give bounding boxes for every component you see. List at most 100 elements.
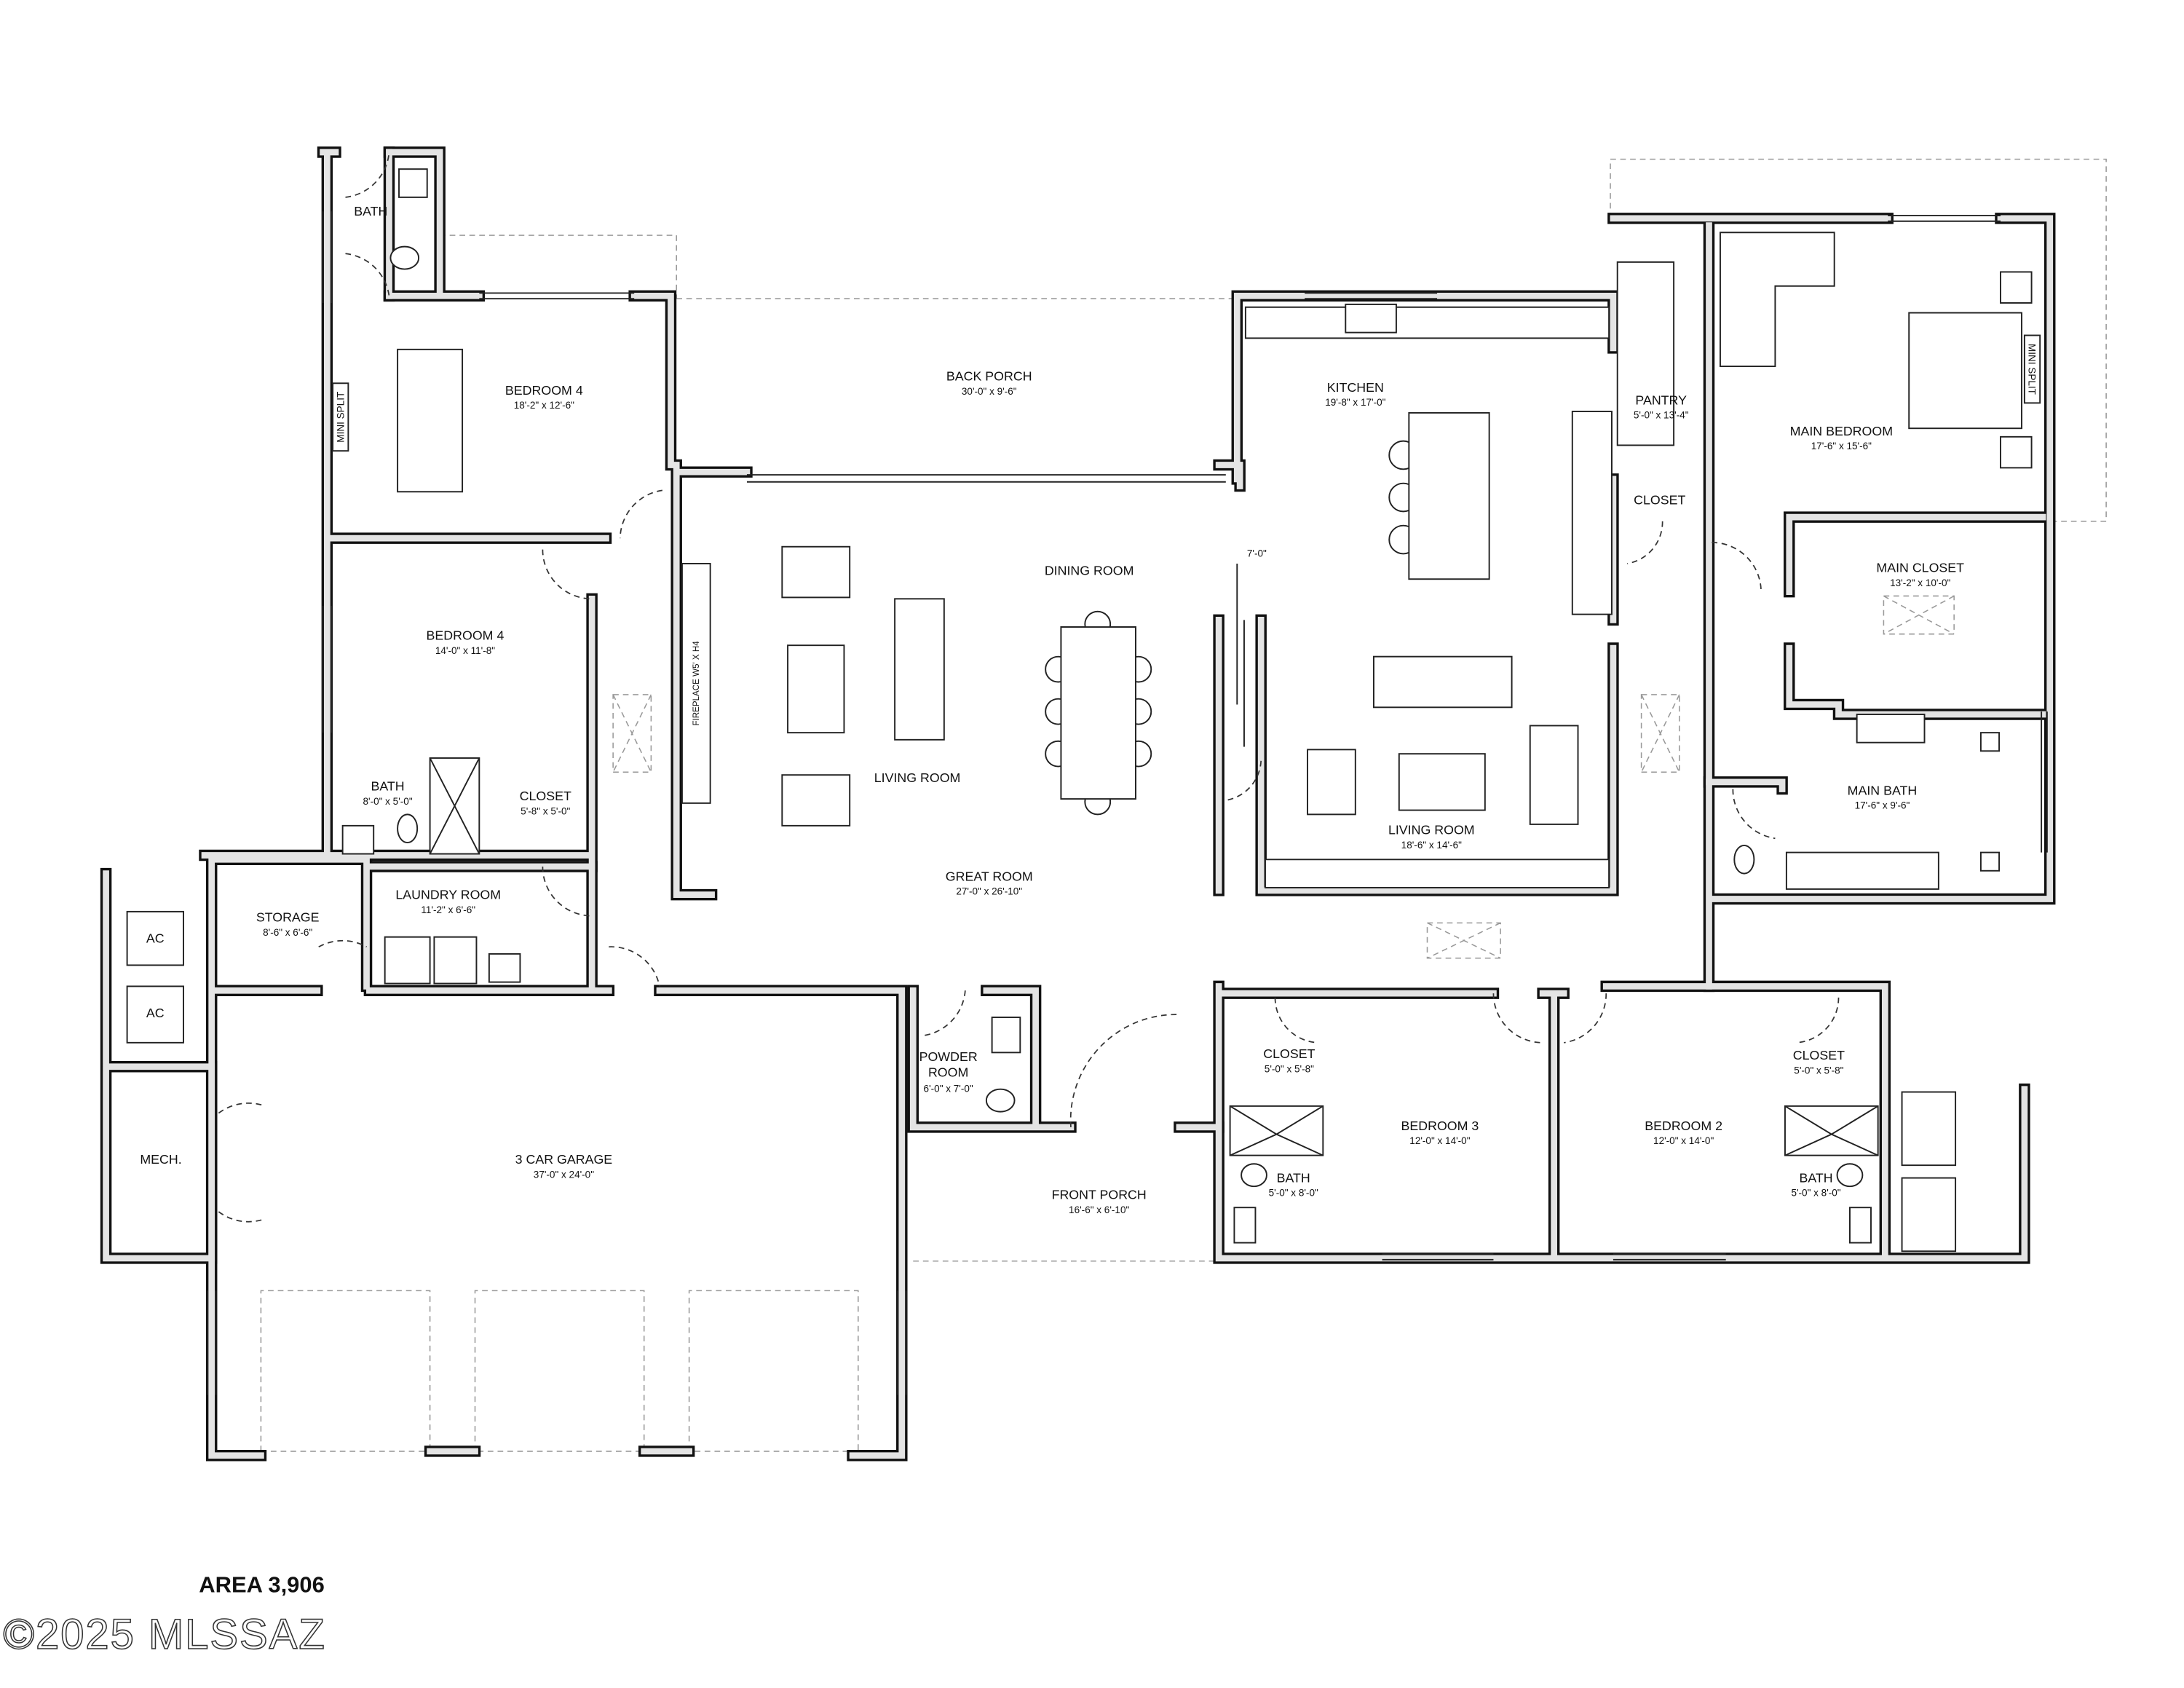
room-dimensions: 5'-0" x 8'-0" (1269, 1188, 1318, 1199)
room-name-front-porch: FRONT PORCH (1052, 1188, 1147, 1202)
sink (1849, 1207, 1872, 1244)
area-label: AREA 3,906 (199, 1571, 325, 1597)
armchair (781, 545, 851, 599)
room-name-great-room: GREAT ROOM (946, 869, 1033, 883)
kitchen-island (1408, 411, 1490, 580)
room-dimensions: 5'-8" x 5'-0" (521, 805, 570, 816)
room-name-closet: CLOSET (1634, 493, 1685, 508)
exterior-box (1901, 1091, 1957, 1167)
sink (398, 168, 428, 198)
windows (206, 211, 2048, 1395)
toilet-icon (1733, 844, 1755, 875)
nightstand (2000, 271, 2033, 304)
annotations: MINI SPLIT MINI SPLIT FIREPLACE W5' X H4… (336, 344, 2038, 747)
armchair (781, 774, 851, 827)
toilet-icon (985, 1088, 1016, 1113)
wall (208, 856, 906, 1459)
wall (1215, 215, 2054, 990)
room-dimensions: 19'-8" x 17'-0" (1325, 397, 1385, 408)
bath-vanity (1856, 714, 1926, 744)
room-name-mech: MECH. (140, 1152, 181, 1167)
toilet-icon (389, 245, 420, 270)
room-name-dining-room: DINING ROOM (1045, 563, 1134, 577)
room-name-bedroom-3: BEDROOM 3 (1401, 1119, 1479, 1133)
mini-split-label: MINI SPLIT (2027, 344, 2038, 395)
room-dimensions: 18'-2" x 12'-6" (514, 400, 574, 411)
washer (384, 936, 431, 985)
room-name-bedroom-4: BEDROOM 4 (505, 383, 583, 398)
toilet-icon (1241, 1163, 1267, 1188)
room-dimensions: 11'-2" x 6'-6" (421, 904, 475, 915)
room-dimensions: 5'-0" x 13'-4" (1634, 410, 1689, 421)
opening-width-label: 7'-0" (1247, 548, 1267, 559)
wall (909, 987, 1222, 1131)
sofa (1529, 725, 1579, 825)
room-dimensions: 30'-0" x 9'-6" (962, 386, 1017, 397)
fixture (1979, 732, 2001, 752)
room-dimensions: 12'-0" x 14'-0" (1653, 1135, 1714, 1146)
room-dimensions: 6'-0" x 7'-0" (924, 1084, 973, 1095)
room-name-3-car-garage: 3 CAR GARAGE (515, 1152, 613, 1167)
media-console (1265, 859, 1610, 888)
room-dimensions: 17'-6" x 15'-6" (1811, 441, 1872, 451)
room-name-bedroom-2: BEDROOM 2 (1645, 1119, 1722, 1133)
room-name-closet: CLOSET (1793, 1048, 1845, 1062)
room-name-back-porch: BACK PORCH (946, 368, 1032, 383)
doors (218, 151, 1840, 1223)
mini-split-unit (332, 382, 349, 452)
sectional (1719, 232, 1835, 368)
room-dimensions: 5'-0" x 8'-0" (1791, 1188, 1840, 1199)
room-dimensions: 37'-0" x 24'-0" (534, 1170, 594, 1180)
room-dimensions: 8'-6" x 6'-6" (263, 927, 312, 938)
room-name-ac: AC (146, 1006, 165, 1020)
room-name-kitchen: KITCHEN (1327, 380, 1384, 395)
pantry-shelves (1616, 261, 1675, 446)
room-dimensions: 5'-0" x 5'-8" (1794, 1065, 1843, 1076)
toilet-icon (397, 813, 419, 844)
sofa (1373, 655, 1513, 709)
room-dimensions: 27'-0" x 26'-10" (956, 886, 1022, 897)
room-name-main-bath: MAIN BATH (1848, 783, 1918, 797)
nightstand (2000, 435, 2033, 469)
shower (1784, 1105, 1879, 1156)
toilet-icon (1836, 1163, 1864, 1188)
kitchen-cabinets (1571, 411, 1613, 615)
ac-unit (126, 985, 184, 1044)
exterior-box (1901, 1177, 1957, 1253)
room-name-main-closet: MAIN CLOSET (1876, 561, 1964, 575)
fixture (1979, 851, 2001, 872)
kitchen-sink (1345, 303, 1397, 334)
room-name-main-bedroom: MAIN BEDROOM (1790, 424, 1893, 438)
room-dimensions: 14'-0" x 11'-8" (435, 645, 495, 656)
fireplace (681, 562, 711, 804)
bed (397, 348, 464, 493)
mini-split-label: MINI SPLIT (336, 392, 347, 443)
sofa (894, 598, 945, 741)
shower (1229, 1105, 1324, 1156)
room-labels: BATH BEDROOM 4 18'-2" x 12'-6" BACK PORCH 30… (140, 204, 1964, 1215)
mini-split-unit (2023, 334, 2041, 404)
coffee-table (787, 644, 845, 734)
kitchen-counter (1244, 306, 1610, 339)
sink (991, 1017, 1021, 1054)
fireplace-label: FIREPLACE W5' X H4 (692, 641, 701, 726)
room-name-laundry-room: LAUNDRY ROOM (395, 887, 501, 902)
armchair (1307, 749, 1356, 816)
room-name-closet: CLOSET (1263, 1046, 1315, 1061)
room-name-bath: BATH (1799, 1170, 1832, 1185)
wall (201, 149, 674, 870)
room-dimensions: 16'-6" x 6'-10" (1069, 1204, 1129, 1215)
room-name-closet: CLOSET (520, 789, 571, 803)
room-name-bedroom-4: BEDROOM 4 (427, 628, 505, 642)
room-dimensions: 18'-6" x 14'-6" (1401, 840, 1462, 851)
room-name-bath: BATH (354, 204, 387, 218)
room-name-bath: BATH (371, 778, 404, 793)
room-name-pantry: PANTRY (1635, 393, 1687, 407)
wall (673, 462, 1243, 899)
bath-vanity (1785, 851, 1939, 890)
room-dimensions: 8'-0" x 5'-0" (363, 796, 412, 807)
walls (100, 146, 2056, 1462)
